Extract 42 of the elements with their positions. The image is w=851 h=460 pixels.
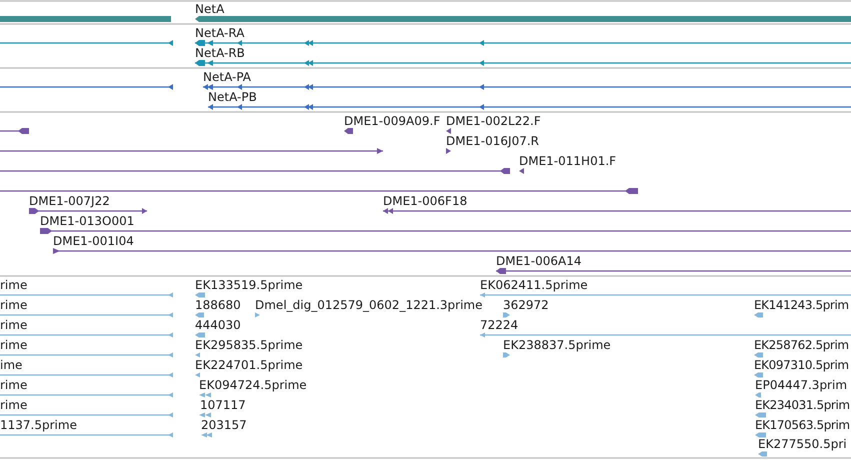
read-label: EK238837.5prime [503, 338, 611, 352]
read-label: rime [0, 338, 28, 352]
read-label: EK094724.5prime [199, 378, 307, 392]
read-label: 188680 [195, 298, 241, 312]
clone-label: DME1-009A09.F [344, 114, 440, 128]
clone-label: DME1-016J07.R [446, 134, 540, 148]
read-label: Dmel_dig_012579_0602_1221.3prime [255, 298, 483, 312]
clone-label: DME1-001I04 [53, 234, 134, 248]
read-label: 107117 [200, 398, 246, 412]
read-label: ime [0, 358, 22, 372]
read-label: EK224701.5prime [195, 358, 303, 372]
clone-label: DME1-011H01.F [519, 154, 616, 168]
transcript-label: NetA-RB [195, 46, 245, 60]
read-label: rime [0, 398, 28, 412]
read-label: EP04447.3prim [755, 378, 848, 392]
transcript-label: NetA-RA [195, 26, 244, 40]
read-label: EK234031.5prim [755, 398, 850, 412]
read-label: rime [0, 298, 28, 312]
clone-label: DME1-013O001 [40, 214, 134, 228]
read-label: 72224 [480, 318, 518, 332]
read-label: EK141243.5prim [754, 298, 849, 312]
clone-label: DME1-007J22 [29, 194, 110, 208]
clone-label: DME1-006F18 [383, 194, 468, 208]
read-label: rime [0, 378, 28, 392]
read-label: rime [0, 318, 28, 332]
read-label: EK258762.5prim [754, 338, 849, 352]
read-label: 1137.5prime [0, 418, 77, 432]
read-label: 362972 [503, 298, 549, 312]
read-label: EK062411.5prime [480, 278, 588, 292]
read-label: EK097310.5prim [754, 358, 849, 372]
read-label: EK170563.5prim [755, 418, 850, 432]
clone-label: DME1-006A14 [496, 254, 582, 268]
read-label: EK295835.5prime [195, 338, 303, 352]
clone-label: DME1-002L22.F [446, 114, 541, 128]
protein-label: NetA-PB [208, 90, 257, 104]
protein-label: NetA-PA [203, 70, 252, 84]
gene-label: NetA [195, 2, 224, 16]
read-label: 444030 [195, 318, 241, 332]
read-label: 203157 [201, 418, 247, 432]
read-label: EK133519.5prime [195, 278, 303, 292]
read-label: EK277550.5pri [758, 437, 847, 451]
read-label: rime [0, 278, 28, 292]
